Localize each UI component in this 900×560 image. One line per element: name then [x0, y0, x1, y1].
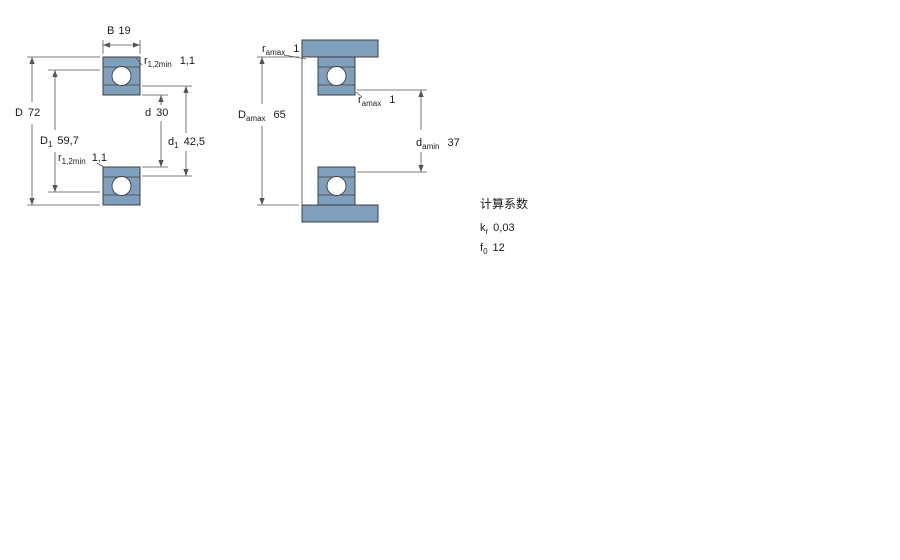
leader-line: [355, 91, 363, 98]
rolling-ball-bottom: [111, 176, 132, 196]
rolling-ball-top: [111, 66, 132, 86]
abutment-shoulder-top: [301, 39, 379, 58]
leader-line: [135, 57, 143, 66]
abutment-shoulder-bottom: [301, 204, 379, 223]
rolling-ball-bottom: [326, 176, 347, 196]
rolling-ball-top: [326, 66, 347, 86]
bearing-section-bottom: [317, 166, 356, 206]
calculation-factors-title: 计算系数: [480, 196, 528, 211]
leader-line: [96, 162, 105, 168]
